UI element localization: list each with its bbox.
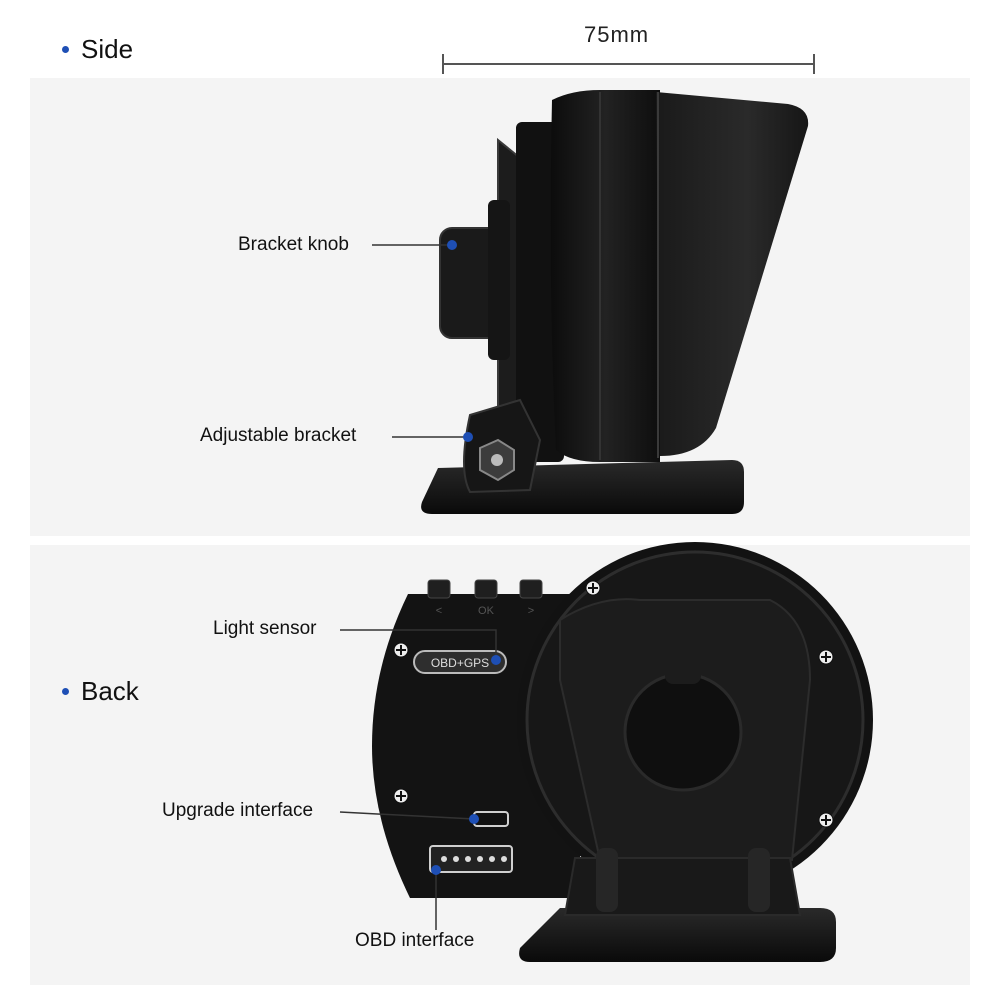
width-dimension-label: 75mm [584,22,650,47]
callout-dots [431,240,501,875]
back-mount-knob [623,672,743,792]
callout-light-sensor: Light sensor [213,618,317,639]
side-hood [656,92,809,456]
back-base-plate [519,908,836,962]
callout-leaders [339,244,497,930]
section-heading-side: Side [62,34,133,65]
back-view-device [372,542,873,962]
bullet-icon [62,688,69,695]
callout-obd-interface: OBD interface [355,930,475,951]
callout-adjustable-bracket: Adjustable bracket [200,425,357,446]
button-right-label: > [528,605,534,617]
section-heading-back: Back [62,676,139,707]
callout-upgrade-interface: Upgrade interface [162,800,314,821]
side-heading-text: Side [81,34,134,64]
obd-gps-port [413,650,507,674]
callout-bracket-knob: Bracket knob [238,234,349,255]
bullet-icon [62,46,69,53]
back-heading-text: Back [81,676,139,706]
usb-upgrade-port [473,811,509,827]
back-hinge [563,857,802,916]
port-label-text: OBD+GPS [431,656,489,670]
button-center-label: OK [478,605,495,617]
side-view-device [421,90,809,514]
dimension-line [442,54,815,74]
side-main-body [550,90,660,462]
button-left-label: < [436,605,442,617]
